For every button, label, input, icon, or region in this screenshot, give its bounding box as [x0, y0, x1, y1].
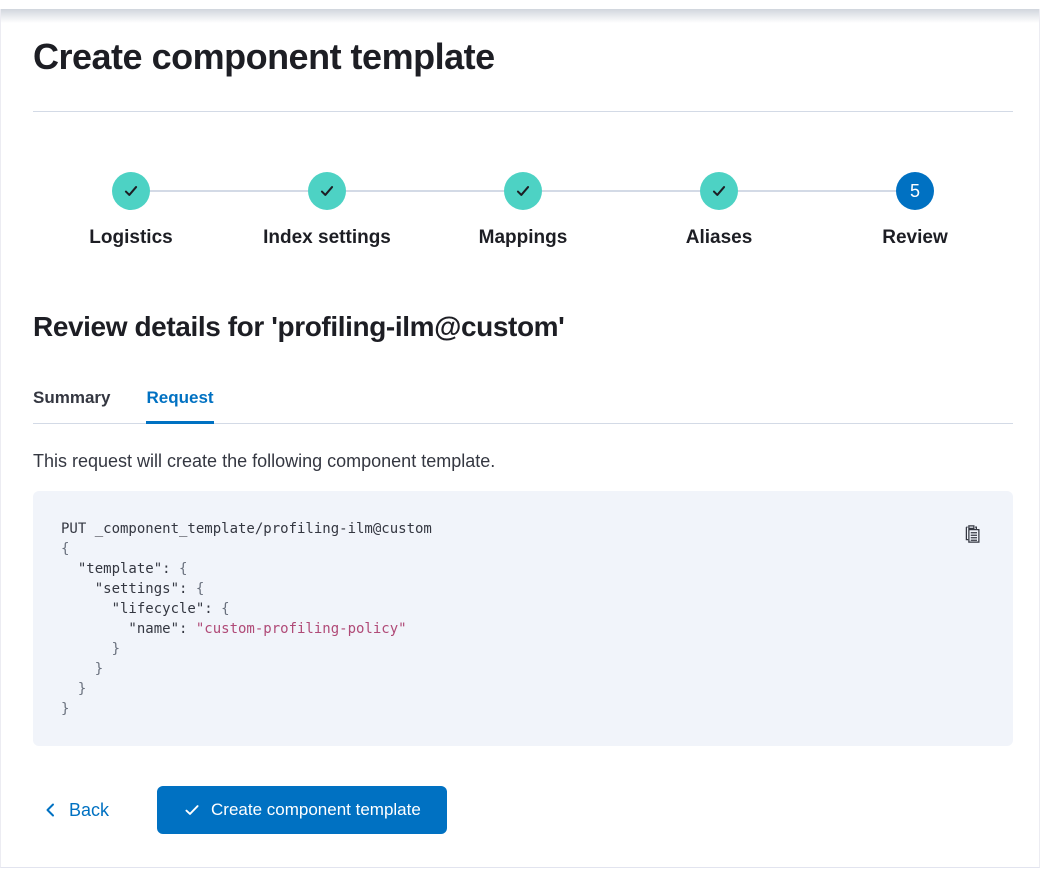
- tab-request[interactable]: Request: [146, 386, 214, 424]
- code-line: "settings": {: [61, 579, 985, 599]
- code-text: "name":: [61, 621, 196, 637]
- wizard-stepper: Logistics Index settings Mappings: [33, 172, 1013, 250]
- step-mappings[interactable]: Mappings: [425, 172, 621, 250]
- page-title: Create component template: [33, 36, 495, 77]
- code-string-value: "custom-profiling-policy": [195, 621, 407, 637]
- code-line: }: [61, 679, 985, 699]
- page-content: Create component template Logistics Inde…: [1, 33, 1039, 834]
- code-line: "template": {: [61, 559, 985, 579]
- code-line: }: [61, 699, 985, 719]
- code-text: {: [195, 581, 205, 597]
- review-tabs: Summary Request: [33, 386, 1013, 424]
- step-label: Aliases: [685, 227, 753, 248]
- code-text: {: [221, 601, 230, 617]
- step-review[interactable]: 5 Review: [817, 172, 1013, 250]
- back-button-label: Back: [69, 799, 110, 820]
- step-review-circle[interactable]: 5: [896, 172, 934, 210]
- review-heading: Review details for 'profiling-ilm@custom…: [33, 311, 565, 342]
- code-line: "lifecycle": {: [61, 599, 985, 619]
- create-button-label: Create component template: [211, 800, 421, 819]
- top-scroll-shadow: [1, 9, 1039, 23]
- step-mappings-circle[interactable]: [504, 172, 542, 210]
- check-icon: [183, 801, 201, 819]
- step-label: Logistics: [89, 227, 173, 248]
- wizard-footer: Back Create component template: [33, 786, 1013, 834]
- step-logistics-circle[interactable]: [112, 172, 150, 210]
- code-line: "name": "custom-profiling-policy": [61, 619, 985, 639]
- step-label: Mappings: [478, 227, 568, 248]
- chevron-left-icon: [43, 802, 59, 818]
- step-label: Index settings: [263, 227, 391, 248]
- check-icon: [318, 182, 336, 200]
- step-number: 5: [909, 180, 920, 201]
- request-code-block: PUT _component_template/profiling-ilm@cu…: [33, 491, 1013, 746]
- code-text: {: [179, 561, 188, 577]
- back-button[interactable]: Back: [33, 800, 119, 821]
- code-line: }: [61, 639, 985, 659]
- check-icon: [710, 182, 728, 200]
- code-line: }: [61, 659, 985, 679]
- create-component-template-page: Create component template Logistics Inde…: [0, 9, 1040, 868]
- code-text: {: [61, 541, 70, 557]
- code-text: "settings":: [61, 581, 196, 597]
- code-text: "template":: [61, 561, 180, 577]
- code-text: }: [61, 701, 70, 717]
- code-text: PUT _component_template/profiling-ilm@cu…: [61, 521, 432, 537]
- code-text: "lifecycle":: [61, 601, 222, 617]
- step-index-settings[interactable]: Index settings: [229, 172, 425, 250]
- tab-summary[interactable]: Summary: [33, 388, 111, 407]
- code-text: }: [61, 641, 121, 657]
- request-description: This request will create the following c…: [33, 451, 496, 471]
- code-text: }: [61, 681, 87, 697]
- step-logistics[interactable]: Logistics: [33, 172, 229, 250]
- create-component-template-button[interactable]: Create component template: [157, 786, 447, 834]
- step-index-settings-circle[interactable]: [308, 172, 346, 210]
- copy-to-clipboard-button[interactable]: [961, 523, 983, 545]
- check-icon: [514, 182, 532, 200]
- step-aliases[interactable]: Aliases: [621, 172, 817, 250]
- check-icon: [122, 182, 140, 200]
- code-text: }: [61, 661, 104, 677]
- code-line: PUT _component_template/profiling-ilm@cu…: [61, 519, 985, 539]
- code-line: {: [61, 539, 985, 559]
- copy-clipboard-icon: [962, 524, 982, 544]
- header-divider: [33, 111, 1013, 112]
- step-label: Review: [882, 227, 948, 248]
- step-aliases-circle[interactable]: [700, 172, 738, 210]
